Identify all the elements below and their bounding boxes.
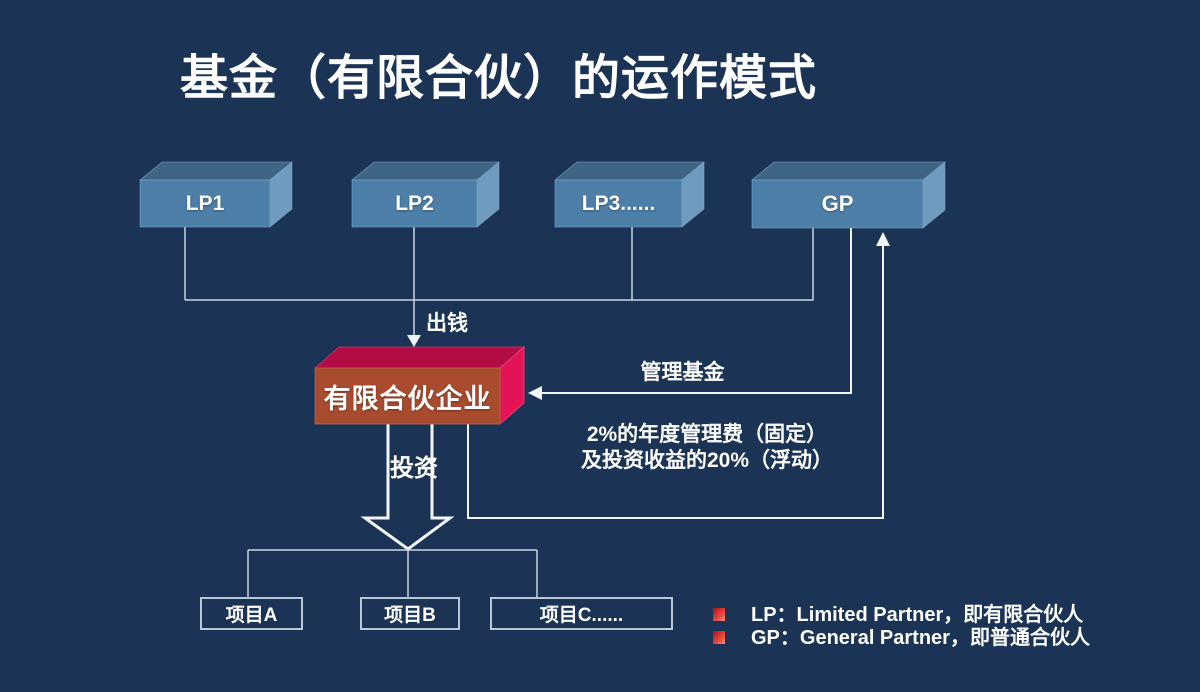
lp2-box-label: LP2 xyxy=(395,191,434,215)
legend-bullet-icon xyxy=(713,631,725,644)
legend-row-lp: LP：Limited Partner，即有限合伙人 xyxy=(713,604,1090,627)
lp1-box xyxy=(139,161,293,228)
contribute-label: 出钱 xyxy=(426,312,468,335)
page-title: 基金（有限合伙）的运作模式 xyxy=(180,52,818,105)
legend-gp-text: GP：General Partner，即普通合伙人 xyxy=(751,627,1090,649)
fund-box xyxy=(313,346,526,425)
legend-bullet-icon xyxy=(713,608,725,621)
invest-label: 投资 xyxy=(390,455,438,482)
project-box-b: 项目B xyxy=(360,597,460,630)
project-collector-lines xyxy=(247,549,538,597)
project-b-label: 项目B xyxy=(384,605,436,626)
gp-box xyxy=(751,161,946,229)
gp-box-label: GP xyxy=(821,191,854,216)
project-c-label: 项目C...... xyxy=(539,605,624,626)
project-a-label: 项目A xyxy=(225,605,278,626)
fee-line-1: 2%的年度管理费（固定） xyxy=(586,423,828,446)
fee-line-2: 及投资收益的20%（浮动） xyxy=(580,449,834,472)
lp3-box xyxy=(554,161,705,228)
legend-lp-text: LP：Limited Partner，即有限合伙人 xyxy=(751,604,1084,626)
lp1-box-label: LP1 xyxy=(185,191,225,215)
invest-arrow xyxy=(360,424,455,551)
fund-box-label: 有限合伙企业 xyxy=(323,383,492,414)
manage-arrow xyxy=(528,228,852,400)
project-box-c: 项目C...... xyxy=(490,597,673,630)
legend-row-gp: GP：General Partner，即普通合伙人 xyxy=(713,627,1090,650)
contribute-arrow xyxy=(407,335,421,347)
lp-collector-lines xyxy=(184,227,814,336)
lp2-box xyxy=(351,161,500,228)
manage-fund-label: 管理基金 xyxy=(640,361,725,384)
return-arrow xyxy=(467,232,890,519)
management-fee-note: 2%的年度管理费（固定） 及投资收益的20%（浮动） xyxy=(572,422,842,474)
lp3-box-label: LP3...... xyxy=(581,191,656,215)
legend: LP：Limited Partner，即有限合伙人 GP：General Par… xyxy=(713,604,1090,650)
project-box-a: 项目A xyxy=(200,597,303,630)
